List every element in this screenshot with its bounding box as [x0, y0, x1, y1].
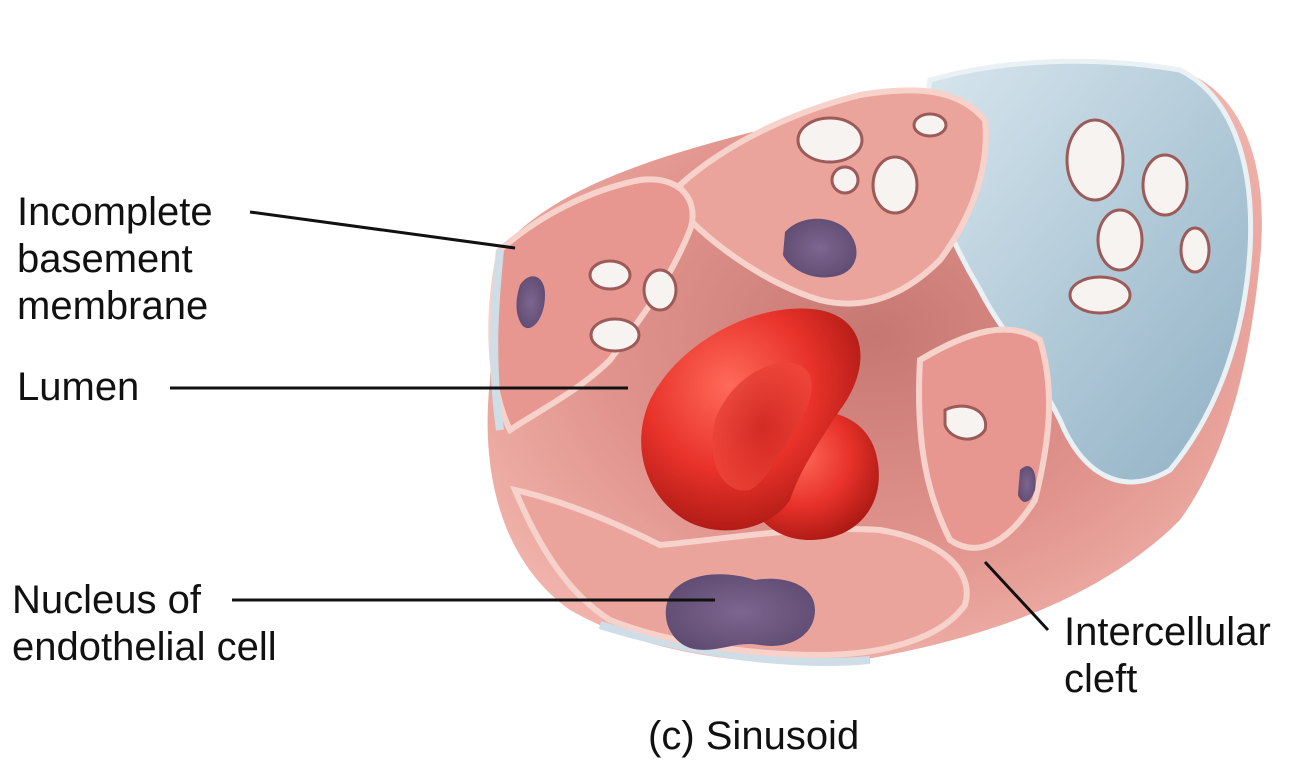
nucleus-top	[783, 218, 857, 278]
rbc-front-dimple	[712, 362, 812, 491]
nucleus-endothelial-cell	[665, 574, 815, 650]
basement-strip-left	[490, 249, 504, 431]
red-blood-cells	[641, 308, 879, 540]
nucleus-right	[1018, 466, 1036, 502]
label-nucleus-line2: endothelial cell	[12, 625, 277, 669]
fenestrations-top	[796, 112, 948, 215]
figure-caption: (c) Sinusoid	[648, 714, 860, 758]
label-basement-line3: membrane	[17, 284, 209, 328]
label-cleft-line1: Intercellular	[1064, 610, 1271, 654]
label-basement-line1: Incomplete	[17, 190, 213, 234]
leader-cleft	[983, 560, 1050, 632]
basement-strip-bottom	[598, 621, 871, 666]
label-lumen: Lumen	[17, 365, 140, 409]
label-intercellular-cleft: Intercellular cleft	[1064, 609, 1271, 703]
label-incomplete-basement-membrane: Incomplete basement membrane	[17, 189, 213, 330]
leader-lines	[170, 210, 1050, 632]
fenestrations-right	[1065, 118, 1211, 315]
fenestration-right-lower	[943, 404, 988, 441]
endothelial-flap-bottom	[510, 485, 970, 659]
label-nucleus-line1: Nucleus of	[12, 578, 201, 622]
nucleus-left	[516, 276, 545, 329]
leader-basement	[249, 210, 516, 250]
endothelial-flap-top	[676, 87, 989, 307]
label-cleft-line2: cleft	[1064, 657, 1138, 701]
endothelial-flap-right	[916, 326, 1053, 551]
fenestrations-left	[588, 259, 678, 353]
label-nucleus-of-endothelial-cell: Nucleus of endothelial cell	[12, 577, 277, 671]
label-basement-line2: basement	[17, 237, 193, 281]
